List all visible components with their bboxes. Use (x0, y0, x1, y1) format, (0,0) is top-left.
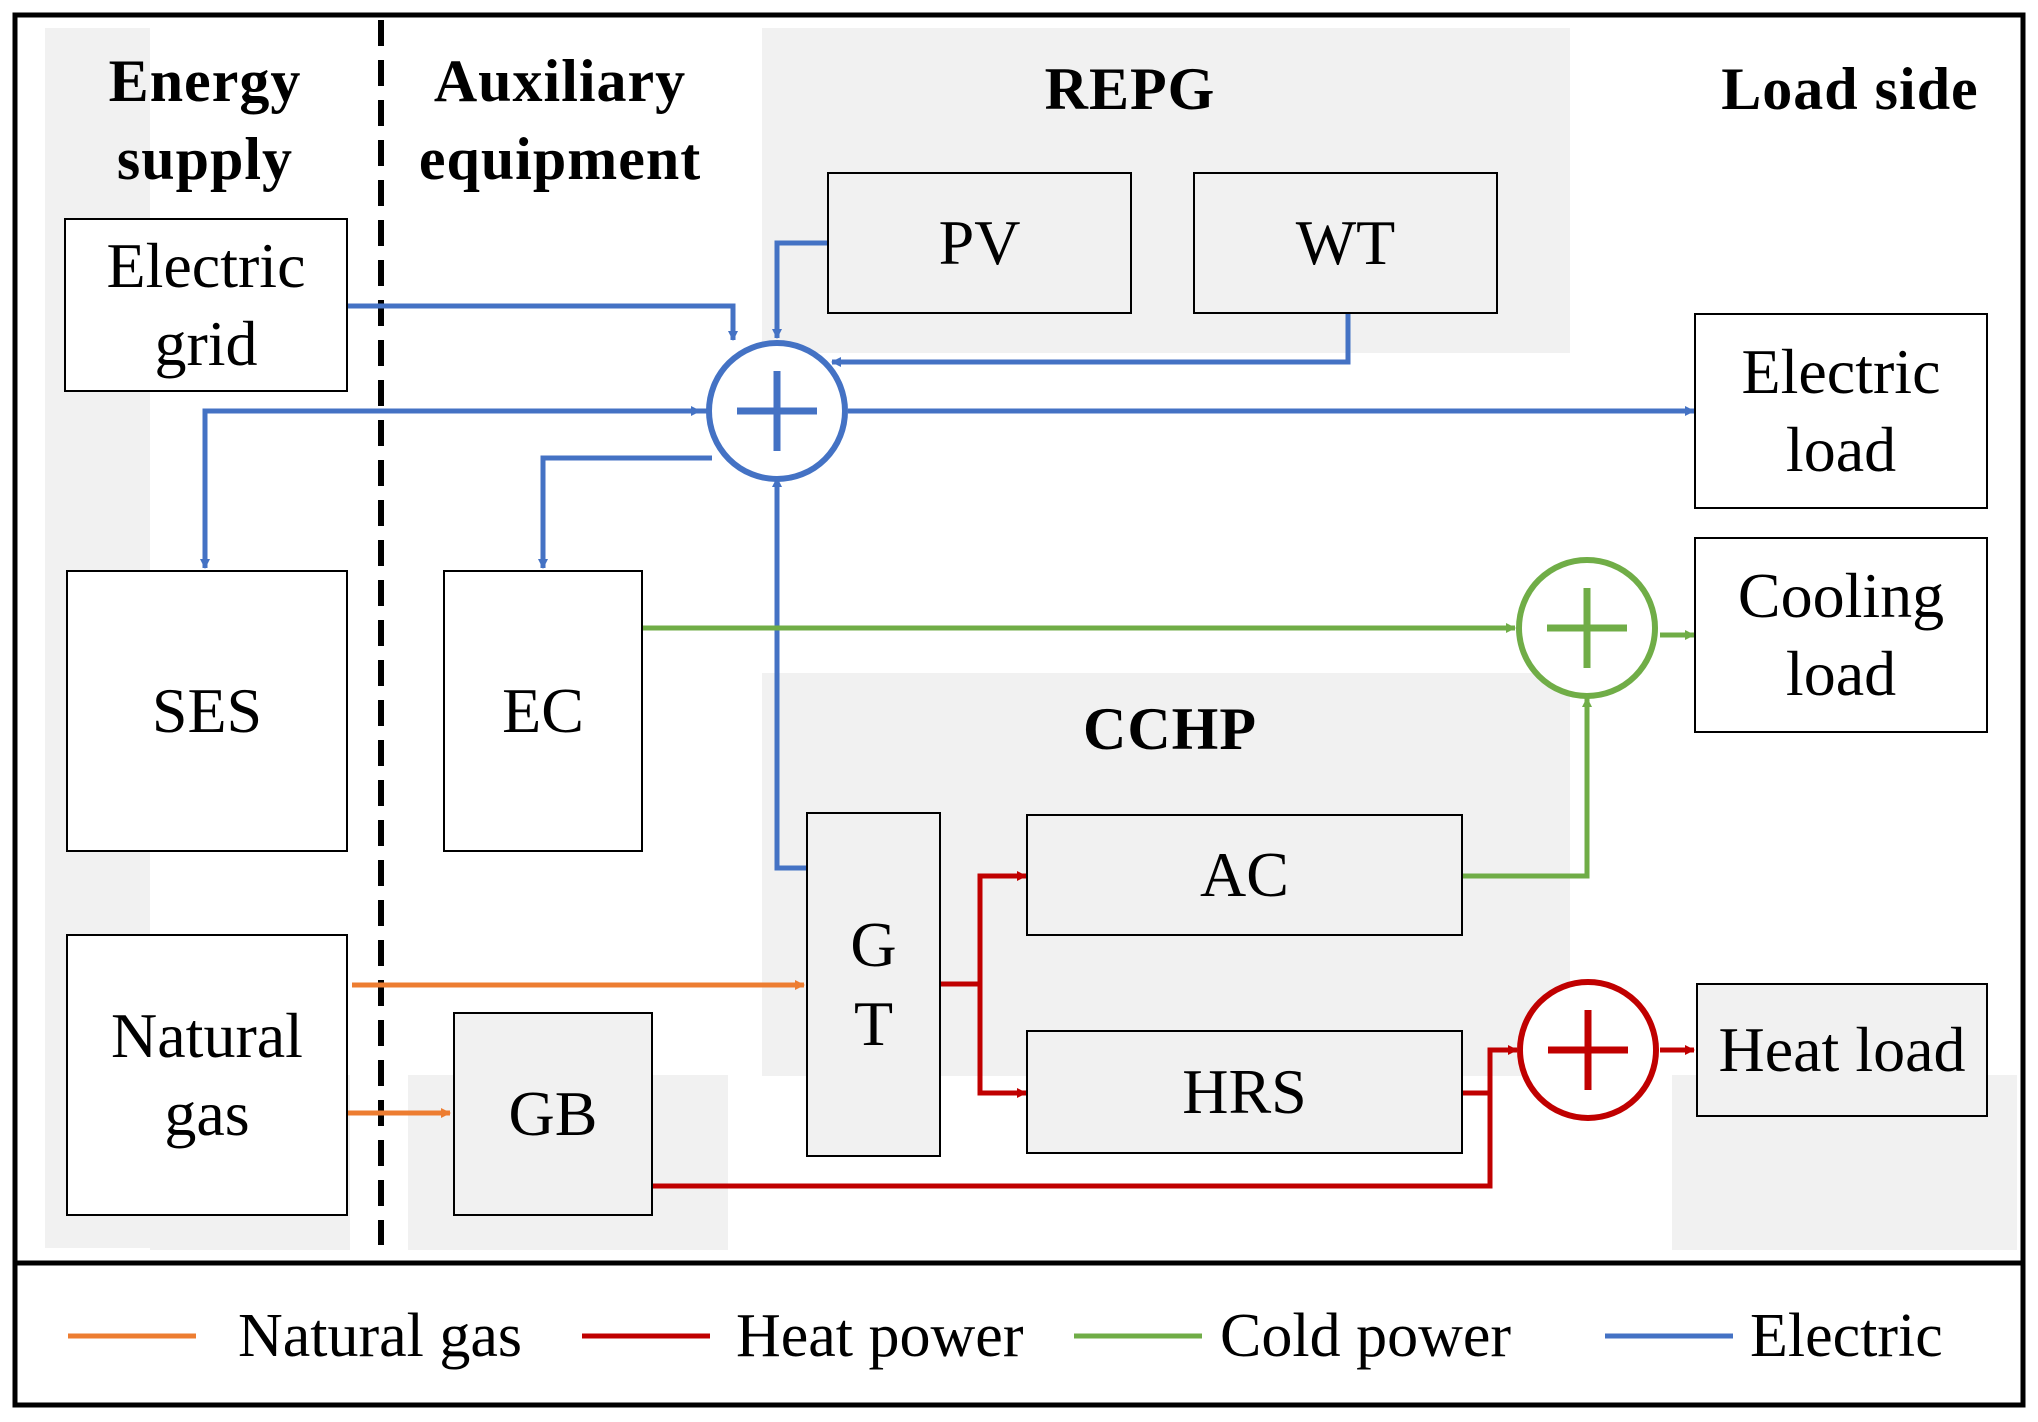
natural-gas-block: Natural gas (66, 934, 348, 1216)
heat-load-block: Heat load (1696, 983, 1988, 1117)
gt-label-line1: G (850, 909, 897, 981)
section-load-side: Load side (1721, 56, 1979, 122)
hrs-label: HRS (1182, 1055, 1307, 1127)
electric-grid-block: Electric grid (64, 218, 348, 392)
pv-block: PV (827, 172, 1132, 314)
legend-label-heat-power: Heat power (736, 1302, 1024, 1370)
section-cchp: CCHP (1083, 696, 1257, 762)
outer-frame (12, 12, 2026, 1408)
heat-junction (1517, 979, 1659, 1121)
electric-load-block: Electric load (1694, 313, 1988, 509)
natural-gas-lines (347, 980, 805, 1118)
heat-load-label: Heat load (1718, 1013, 1966, 1085)
electric-junction (706, 340, 848, 482)
gt-block: G T (806, 812, 941, 1157)
ses-block: SES (66, 570, 348, 852)
section-repg: REPG (1044, 56, 1216, 122)
electric-load-label: Electric load (1741, 335, 1941, 485)
hrs-block: HRS (1026, 1030, 1463, 1154)
ec-block: EC (443, 570, 643, 852)
wt-block: WT (1193, 172, 1498, 314)
ses-label: SES (151, 674, 263, 746)
electric-lines (200, 240, 1695, 871)
section-auxiliary-equipment: Auxiliary equipment (418, 48, 702, 192)
legend-label-cold-power: Cold power (1220, 1302, 1512, 1370)
ac-label: AC (1200, 838, 1289, 910)
gb-block: GB (453, 1012, 653, 1216)
legend-label-natural-gas: Natural gas (238, 1302, 523, 1370)
gb-label: GB (508, 1077, 598, 1149)
ac-block: AC (1026, 814, 1463, 936)
cooling-junction (1516, 557, 1658, 699)
legend-label-electric: Electric (1750, 1302, 1943, 1370)
natural-gas-label: Natural gas (111, 999, 303, 1149)
ec-label: EC (502, 674, 584, 746)
section-energy-supply: Energy supply (108, 48, 302, 192)
heat-power-lines (652, 871, 1695, 1189)
cold-power-lines (642, 623, 1695, 879)
wt-label: WT (1295, 206, 1396, 278)
cooling-load-block: Cooling load (1694, 537, 1988, 733)
cooling-load-label: Cooling load (1737, 559, 1945, 709)
pv-label: PV (938, 206, 1021, 278)
gt-label: G T (850, 906, 896, 1062)
electric-grid-label: Electric grid (106, 229, 306, 379)
gt-label-line2: T (853, 987, 894, 1059)
